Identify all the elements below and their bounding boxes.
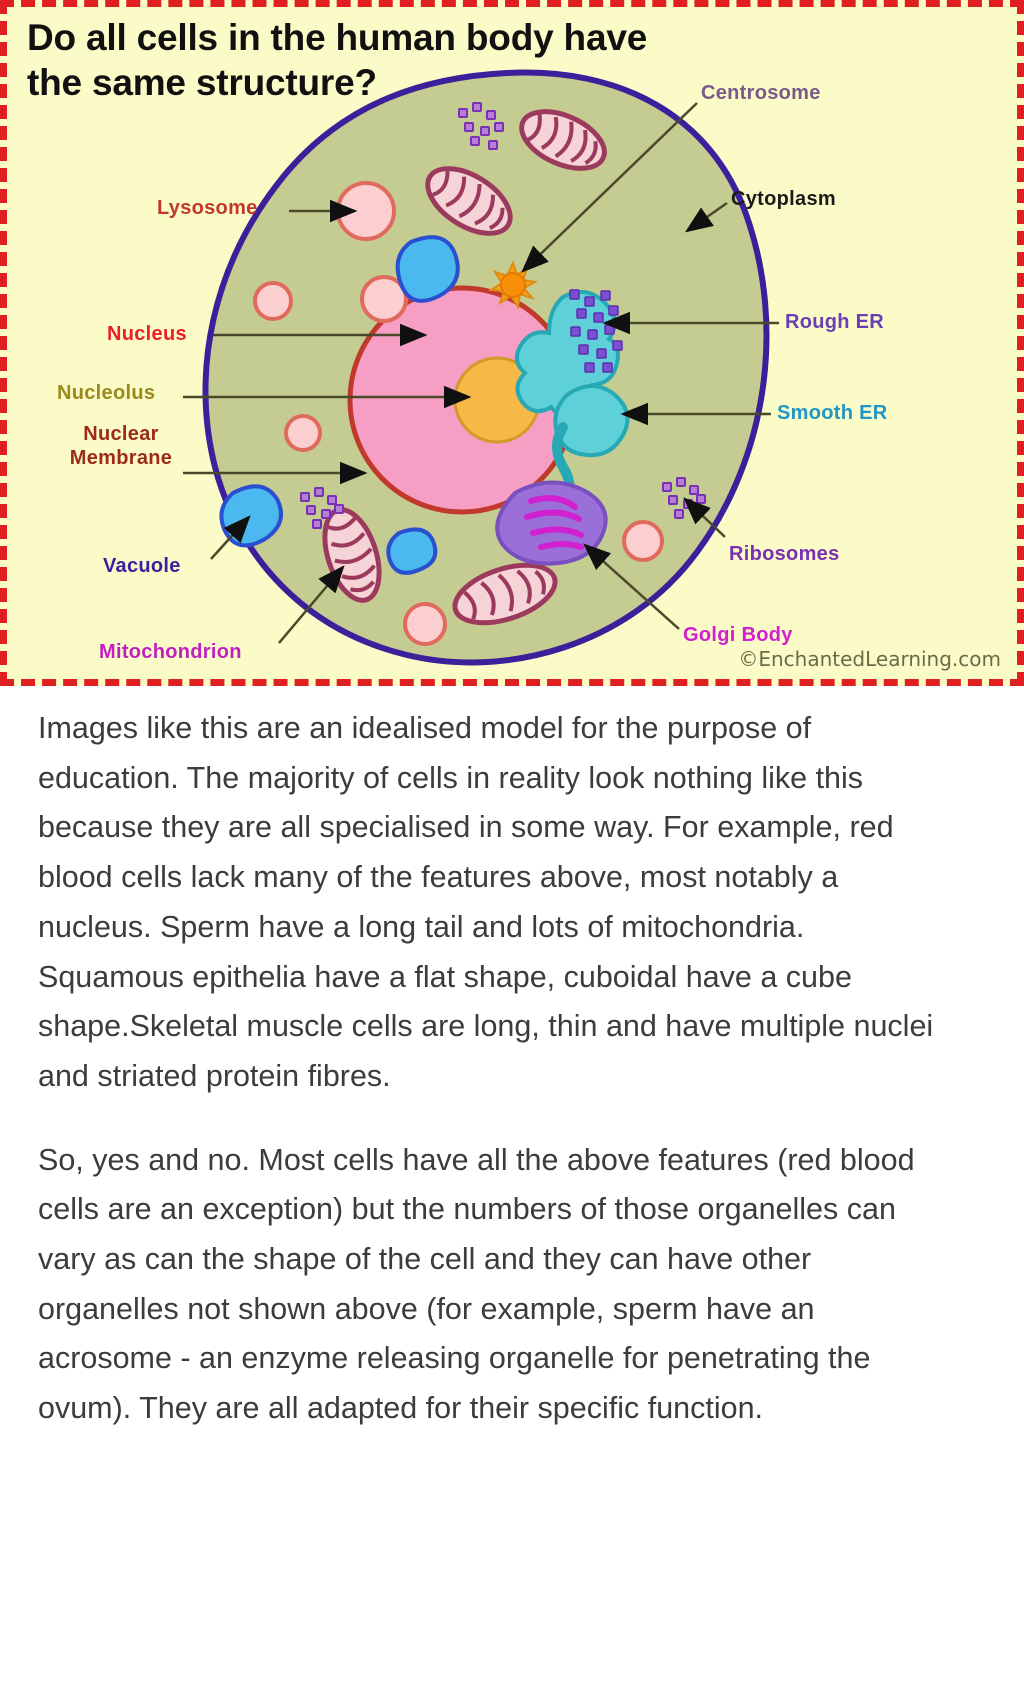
cell-diagram-panel: Do all cells in the human body have the … [0, 0, 1024, 686]
label-ribosomes: Ribosomes [729, 543, 840, 565]
label-lysosome: Lysosome [157, 197, 258, 219]
cell-diagram-svg [183, 69, 779, 666]
golgi-body-shape [495, 480, 608, 566]
cell-diagram-inner: Do all cells in the human body have the … [7, 7, 1017, 679]
label-vacuole: Vacuole [103, 555, 181, 577]
label-golgi-body: Golgi Body [683, 624, 793, 646]
page-title: Do all cells in the human body have the … [27, 17, 648, 104]
lysosome-shapes [253, 181, 664, 646]
copyright-notice: ©EnchantedLearning.com [738, 647, 1001, 671]
label-nucleolus: Nucleolus [57, 382, 156, 404]
label-mitochondrion: Mitochondrion [99, 641, 242, 663]
centrosome-shape [487, 260, 539, 310]
label-rough-er: Rough ER [785, 311, 885, 333]
paragraph-1: Images like this are an idealised model … [38, 711, 934, 1093]
leader-lines [183, 102, 779, 644]
label-nuclear-membrane: Nuclear Membrane [69, 423, 173, 469]
label-centrosome: Centrosome [701, 82, 821, 104]
smooth-er-shape [553, 384, 630, 458]
label-smooth-er: Smooth ER [777, 402, 888, 424]
article-body: Images like this are an idealised model … [0, 686, 1024, 1434]
label-cytoplasm: Cytoplasm [731, 188, 836, 210]
paragraph-2: So, yes and no. Most cells have all the … [38, 1142, 915, 1426]
mitochondrion-shapes [322, 109, 607, 626]
label-nucleus: Nucleus [107, 323, 187, 345]
truncated-next-line [0, 1468, 1024, 1494]
ribosome-shapes [300, 102, 706, 529]
vacuole-shapes [219, 235, 460, 575]
